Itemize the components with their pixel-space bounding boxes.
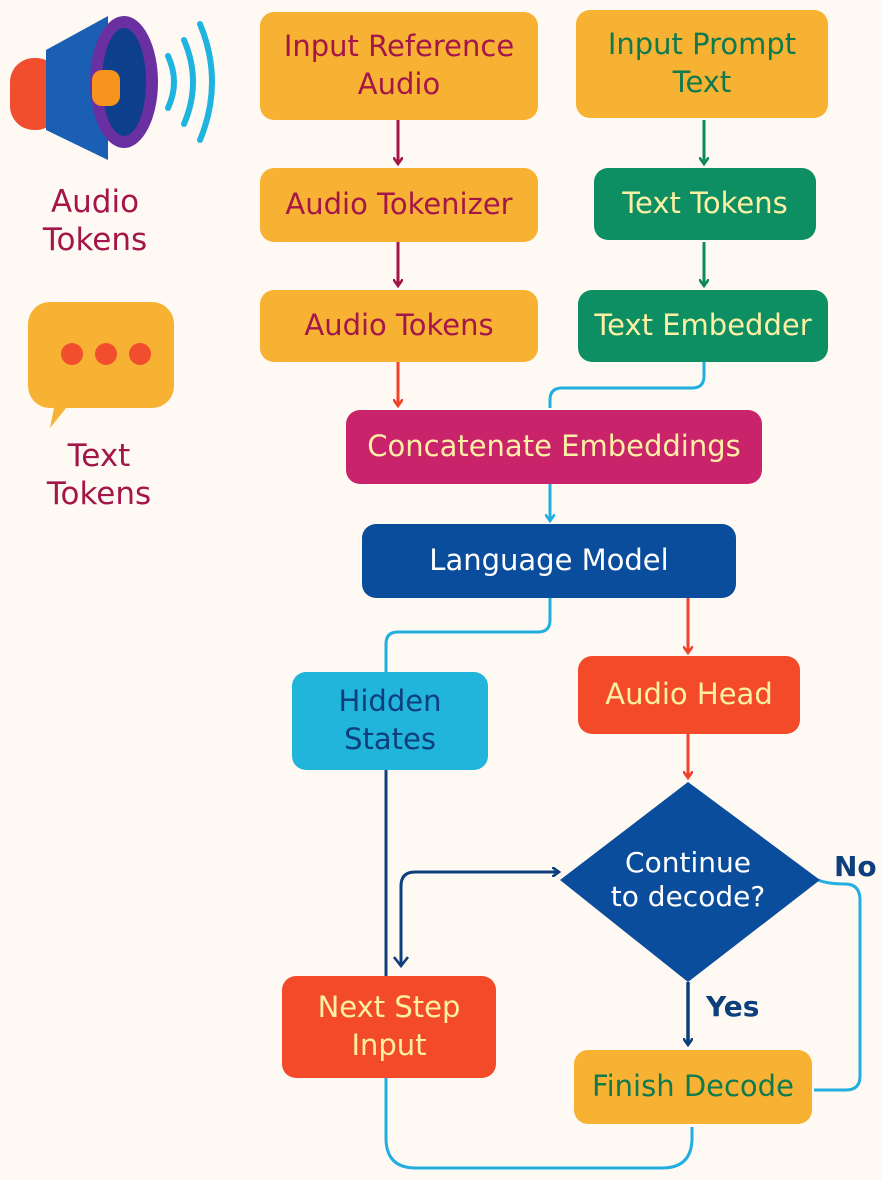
node-language-model[interactable]: Language Model bbox=[362, 524, 736, 598]
edge-label-yes: Yes bbox=[706, 990, 760, 1023]
speaker-icon bbox=[10, 16, 215, 160]
chat-bubble-icon bbox=[28, 302, 174, 428]
edge-label-no: No bbox=[834, 850, 877, 883]
arrow-loop-to-decision bbox=[399, 872, 557, 965]
node-concatenate-embeddings[interactable]: Concatenate Embeddings bbox=[346, 410, 762, 484]
decision-diamond bbox=[560, 782, 820, 982]
node-input-reference-audio[interactable]: Input Reference Audio bbox=[260, 12, 538, 120]
arrow-lm-to-hidden-states bbox=[384, 598, 552, 672]
legend-audio-label: Audio Tokens bbox=[42, 184, 148, 258]
arrow-decision-no bbox=[814, 878, 862, 1092]
legend-text-label: Text Tokens bbox=[46, 438, 152, 512]
node-finish-decode[interactable]: Finish Decode bbox=[574, 1050, 812, 1124]
node-audio-head[interactable]: Audio Head bbox=[578, 656, 800, 734]
node-next-step-input[interactable]: Next Step Input bbox=[282, 976, 496, 1078]
node-audio-tokenizer[interactable]: Audio Tokenizer bbox=[260, 168, 538, 242]
arrow-bottom-loop bbox=[384, 1078, 694, 1170]
node-decision-label[interactable]: Continue to decode? bbox=[610, 846, 766, 914]
node-text-embedder[interactable]: Text Embedder bbox=[578, 290, 828, 362]
node-text-tokens[interactable]: Text Tokens bbox=[594, 168, 816, 240]
node-audio-tokens[interactable]: Audio Tokens bbox=[260, 290, 538, 362]
arrow-embedder-to-concat bbox=[548, 362, 706, 408]
node-hidden-states[interactable]: Hidden States bbox=[292, 672, 488, 770]
arrow-loop-down-head bbox=[392, 956, 410, 969]
node-input-prompt-text[interactable]: Input Prompt Text bbox=[576, 10, 828, 118]
